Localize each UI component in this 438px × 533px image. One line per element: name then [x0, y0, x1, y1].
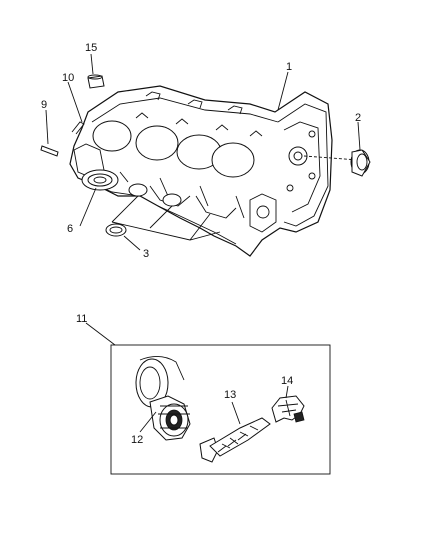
callout-1: 1 [286, 61, 292, 73]
callout-3: 3 [143, 248, 149, 260]
callout-13: 13 [224, 389, 236, 401]
dowel-pin [40, 145, 59, 157]
oil-pump-kit-frame: 11 [76, 313, 331, 475]
stud [71, 121, 85, 135]
callout-6: 6 [67, 223, 73, 235]
screen-clip [271, 395, 305, 423]
callout-labels-bottom: 12 13 14 [131, 375, 293, 446]
leader-lines-top [45, 53, 361, 251]
bushing-cap [87, 74, 105, 89]
oil-pump-body [135, 356, 191, 441]
rear-cup-plug [303, 149, 371, 177]
callout-2: 2 [355, 112, 361, 124]
plug-guide-lines [111, 195, 221, 241]
callout-14: 14 [281, 375, 293, 387]
callout-15: 15 [85, 42, 97, 54]
callout-9: 9 [41, 99, 47, 111]
expansion-plug [105, 223, 127, 237]
callout-labels-top: 15 10 9 1 2 6 3 [41, 42, 361, 260]
leader-lines-bottom [139, 385, 289, 433]
callout-12: 12 [131, 434, 143, 446]
callout-11: 11 [76, 313, 87, 325]
engine-block [69, 85, 333, 257]
pickup-tube [199, 417, 271, 463]
callout-10: 10 [62, 72, 74, 84]
